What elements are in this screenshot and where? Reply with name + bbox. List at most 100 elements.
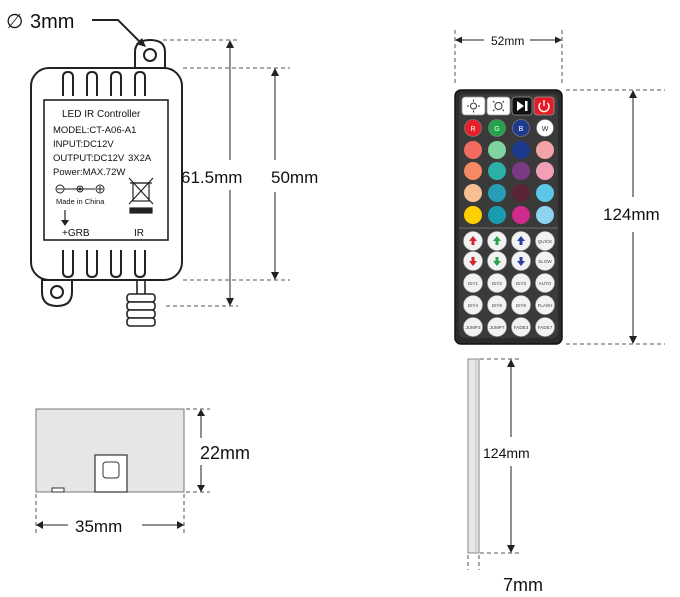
dim-52mm-label: 52mm	[491, 34, 524, 48]
function-key-label: FLASH	[538, 303, 553, 308]
dim-52mm-line	[455, 36, 562, 44]
color-key-r[interactable]	[464, 119, 482, 137]
color-key[interactable]	[464, 184, 482, 202]
polarity-symbol	[55, 184, 105, 194]
dim-124mm-label: 124mm	[603, 205, 660, 224]
controller-top-view: LED IR Controller MODEL:CT-A06-A1 INPUT:…	[6, 11, 318, 327]
function-key[interactable]	[463, 317, 483, 337]
dim-profile-124mm-label: 124mm	[483, 445, 530, 461]
function-key-label: DIY6	[516, 303, 527, 308]
color-key[interactable]	[512, 206, 530, 224]
dim-50mm-label: 50mm	[271, 168, 318, 187]
color-key[interactable]	[488, 184, 506, 202]
hole-leader-line	[92, 19, 143, 45]
controller-extension-lines	[163, 39, 290, 307]
brightness-up-button[interactable]	[461, 96, 486, 116]
dim-124mm-line	[629, 90, 637, 344]
dim-7mm-label: 7mm	[503, 575, 543, 595]
function-key-label: SLOW	[538, 259, 552, 264]
color-key-g[interactable]	[488, 119, 506, 137]
dim-50mm-line	[271, 68, 279, 280]
weee-bin-icon	[128, 177, 154, 214]
label-power: Power:MAX.72W	[53, 167, 125, 178]
profile-extension-lines	[467, 358, 520, 570]
function-key-label: AUTO	[539, 281, 552, 286]
ir-cable	[126, 280, 156, 327]
color-key-b[interactable]	[512, 119, 530, 137]
color-key[interactable]	[512, 162, 530, 180]
dim-61-5mm-label: 61.5mm	[181, 168, 242, 187]
color-key[interactable]	[464, 141, 482, 159]
color-key[interactable]	[536, 141, 554, 159]
color-key-w[interactable]	[536, 119, 554, 137]
color-key[interactable]	[464, 206, 482, 224]
sun-dim-icon	[492, 100, 505, 112]
dim-22mm-line	[197, 409, 205, 492]
arrow-up-icon	[493, 236, 501, 245]
arrow-down-icon	[469, 257, 477, 266]
color-key[interactable]	[464, 162, 482, 180]
color-key-label: R	[470, 126, 475, 133]
function-key-label: DIY4	[468, 303, 479, 308]
function-key-label: JUMP7	[489, 325, 505, 330]
function-key-label: DIY5	[492, 303, 503, 308]
port-label-ir: IR	[134, 228, 144, 239]
function-key-label: QUICK	[538, 239, 553, 244]
side-led-slot	[51, 487, 65, 493]
dim-35mm-label: 35mm	[75, 517, 122, 536]
remote-color-keys	[464, 141, 554, 224]
arrow-down-icon	[493, 257, 501, 266]
arrow-down-icon	[517, 257, 525, 266]
dim-61-5mm-line	[226, 40, 234, 306]
label-title: LED IR Controller	[62, 109, 141, 120]
mounting-hole-bottom	[50, 285, 64, 299]
function-key-label: DIY1	[468, 281, 479, 286]
function-key[interactable]	[511, 295, 531, 315]
label-origin: Made in China	[56, 197, 105, 206]
color-key[interactable]	[512, 184, 530, 202]
function-key-label: DIY2	[492, 281, 503, 286]
function-key[interactable]	[535, 251, 555, 271]
dim-22mm-label: 22mm	[200, 443, 250, 463]
color-key[interactable]	[488, 141, 506, 159]
brightness-down-button[interactable]	[486, 96, 511, 116]
function-key[interactable]	[487, 273, 507, 293]
function-key[interactable]	[487, 317, 507, 337]
label-output: OUTPUT:DC12V	[53, 153, 125, 164]
color-key[interactable]	[488, 162, 506, 180]
hole-leader-arrow	[136, 38, 146, 47]
remote-control-row	[461, 96, 555, 116]
hole-dim-label: 3mm	[30, 11, 74, 33]
color-key[interactable]	[536, 206, 554, 224]
function-key-label: JUMP3	[465, 325, 481, 330]
function-key[interactable]	[487, 295, 507, 315]
function-key-label: FADE3	[514, 325, 529, 330]
color-key[interactable]	[536, 162, 554, 180]
function-key[interactable]	[511, 273, 531, 293]
top-connector-slots	[62, 70, 146, 96]
sun-icon	[467, 99, 480, 113]
remote-divider	[459, 227, 558, 229]
arrow-up-icon	[517, 236, 525, 245]
dim-profile-124mm-line	[507, 359, 515, 553]
function-key[interactable]	[535, 295, 555, 315]
function-key-label: FADE7	[538, 325, 553, 330]
side-port-inner	[102, 461, 120, 479]
function-key[interactable]	[535, 231, 555, 251]
color-key[interactable]	[536, 184, 554, 202]
side-extension-lines	[35, 408, 210, 535]
label-input: INPUT:DC12V	[53, 139, 114, 150]
dim-35mm-line	[36, 521, 184, 529]
function-key[interactable]	[535, 317, 555, 337]
color-key[interactable]	[488, 206, 506, 224]
function-key[interactable]	[463, 295, 483, 315]
remote-profile-body	[467, 358, 480, 554]
remote-face	[459, 94, 558, 338]
color-key[interactable]	[512, 141, 530, 159]
function-key[interactable]	[463, 273, 483, 293]
function-key[interactable]	[511, 317, 531, 337]
function-key[interactable]	[535, 273, 555, 293]
